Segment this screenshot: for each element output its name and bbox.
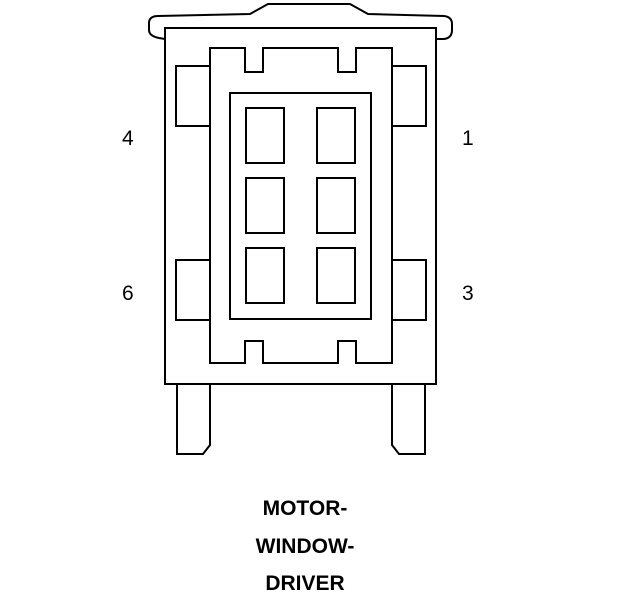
terminal-block bbox=[229, 92, 372, 320]
terminal-cavity bbox=[245, 177, 285, 234]
mounting-leg-left bbox=[176, 384, 211, 455]
caption-line-1: MOTOR- bbox=[262, 497, 348, 520]
mounting-leg-right bbox=[391, 384, 426, 455]
connector-inner-frame bbox=[209, 47, 393, 364]
caption-line-3: DRIVER bbox=[265, 572, 345, 595]
connector-latch-cap bbox=[148, 3, 453, 40]
pin-label-1: 1 bbox=[462, 127, 474, 150]
terminal-cavity bbox=[245, 107, 285, 164]
terminal-cavity bbox=[245, 247, 285, 304]
terminal-cavity bbox=[316, 247, 356, 304]
caption-line-2: WINDOW- bbox=[255, 535, 355, 558]
side-rib-top-right bbox=[391, 65, 427, 127]
side-rib-bottom-right bbox=[391, 259, 427, 321]
connector-housing bbox=[164, 27, 437, 385]
side-rib-top-left bbox=[175, 65, 211, 127]
terminal-cavity bbox=[316, 107, 356, 164]
side-rib-bottom-left bbox=[175, 259, 211, 321]
pin-label-3: 3 bbox=[462, 282, 474, 305]
pin-label-6: 6 bbox=[122, 282, 134, 305]
terminal-cavity bbox=[316, 177, 356, 234]
pin-label-4: 4 bbox=[122, 127, 134, 150]
